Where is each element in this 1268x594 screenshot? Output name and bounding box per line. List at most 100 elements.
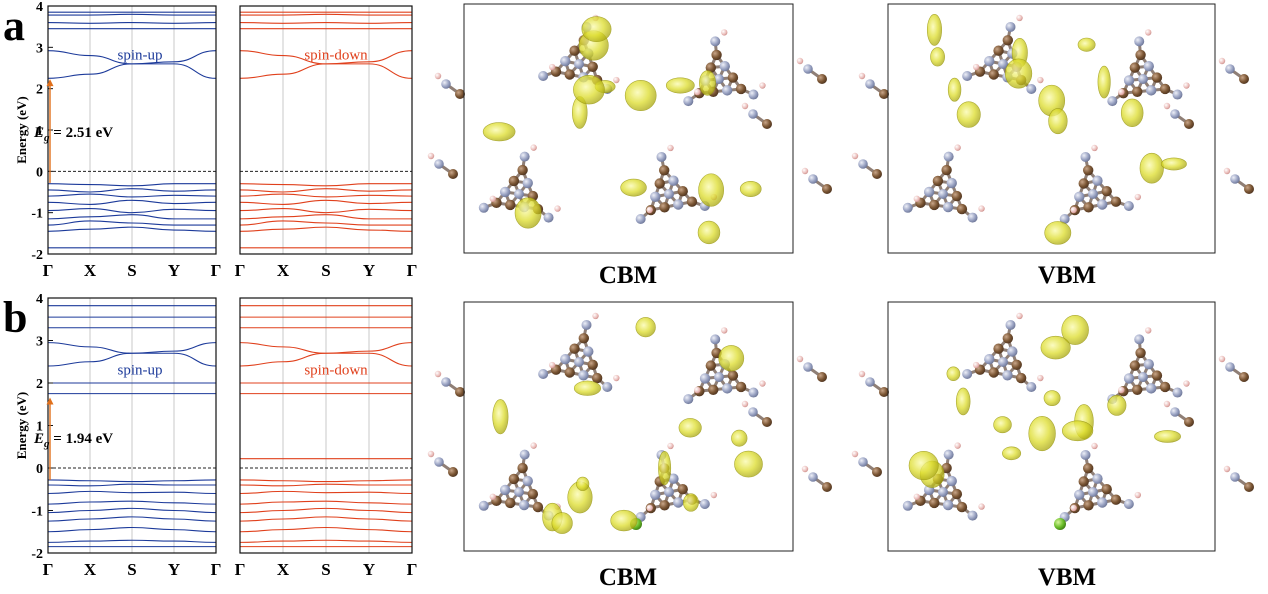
y-tick-label: 2 [36,377,43,392]
nitrogen-atom [1005,319,1016,330]
orbital-lobe [573,75,605,105]
y-tick-label: 1 [36,124,43,139]
nitrogen-atom [602,382,613,393]
band-line [239,220,412,226]
carbon-atom [1135,347,1146,359]
band-line [47,342,217,354]
hydrogen-atom [710,491,718,499]
y-axis-title: Energy (eV) [14,96,29,164]
carbon-atom [1129,62,1141,73]
nitrogen-atom [808,472,818,482]
carbon-atom [455,89,465,99]
carbon-atom [532,501,544,513]
nitrogen-atom [434,457,444,467]
carbon-atom [686,196,698,207]
nitrogen-atom [714,372,724,382]
gap-subscript: g [43,132,50,144]
nitrogen-atom [1026,84,1037,95]
nitrogen-atom [683,96,694,107]
orbital-lobe [1040,335,1071,360]
band-line [239,490,413,495]
carbon-atom [705,62,717,73]
carbon-atom [993,45,1004,56]
hydrogen-atom [1145,29,1152,36]
nitrogen-atom [1088,487,1098,497]
carbon-atom [941,164,952,176]
hydrogen-atom [489,493,497,500]
nitrogen-atom [664,189,674,199]
carbon-atom [1129,360,1141,371]
carbon-atom [587,61,598,72]
hydrogen-atom [613,374,620,382]
y-tick-label: 0 [36,462,43,477]
orbital-lobe [576,476,590,491]
carbon-atom [578,333,590,344]
nitrogen-atom [522,177,533,189]
carbon-atom [711,49,722,61]
band-line [239,526,413,533]
hydrogen-atom [1091,442,1098,450]
orbital-lobe [955,387,971,416]
nitrogen-atom [721,85,733,96]
nitrogen-atom [938,189,948,199]
nitrogen-atom [560,354,571,365]
nitrogen-atom [710,334,721,345]
carbon-atom [1101,186,1112,197]
nitrogen-atom [858,159,868,169]
hydrogen-atom [1118,88,1125,96]
nitrogen-atom [519,449,530,460]
hydrogen-atom [1223,465,1231,473]
band-line [47,188,217,193]
carbon-atom [993,343,1004,354]
band-line [239,479,413,483]
orbital-lobe [492,399,509,435]
band-line [47,183,216,187]
nitrogen-atom [1123,499,1134,510]
nitrogen-atom [673,199,684,210]
band-line [239,483,412,487]
hydrogen-atom [721,29,728,36]
hydrogen-atom [796,57,804,65]
orbital-lobe [581,16,612,43]
nitrogen-atom [514,487,524,497]
nitrogen-atom [1143,359,1154,370]
nitrogen-atom [538,71,549,82]
carbon-atom [448,467,458,477]
band-line [47,226,217,232]
gap-symbol: E [33,125,44,141]
carbon-atom [1101,484,1112,495]
carbon-atom [1132,384,1143,395]
nitrogen-atom [942,201,954,213]
carbon-atom [569,343,580,354]
nitrogen-atom [984,354,995,365]
orbital-lobe [624,80,657,112]
carbon-atom [872,467,882,477]
hydrogen-atom [427,450,435,458]
hydrogen-atom [1037,76,1044,84]
band-line [239,183,412,187]
carbon-atom [1151,72,1163,83]
hydrogen-atom [801,167,809,175]
nitrogen-atom [656,151,667,162]
band-line [47,50,217,65]
nitrogen-atom [1134,36,1145,47]
hydrogen-atom [646,504,653,512]
y-tick-label: -1 [31,207,43,222]
carbon-atom [659,202,670,213]
hydrogen-atom [646,206,653,214]
carbon-atom [1184,119,1194,129]
kpoint-label: X [84,261,97,280]
band-line [47,539,217,543]
carbon-atom [1078,476,1089,487]
hydrogen-atom [1016,14,1023,22]
panel-label-a: a [3,1,25,50]
carbon-atom [879,387,889,397]
orbital-lobe [1160,157,1187,171]
orbital-lobe [1043,390,1061,407]
hydrogen-atom [1163,400,1171,408]
carbon-atom [988,69,999,80]
carbon-atom [658,165,670,176]
band-line [47,490,217,495]
